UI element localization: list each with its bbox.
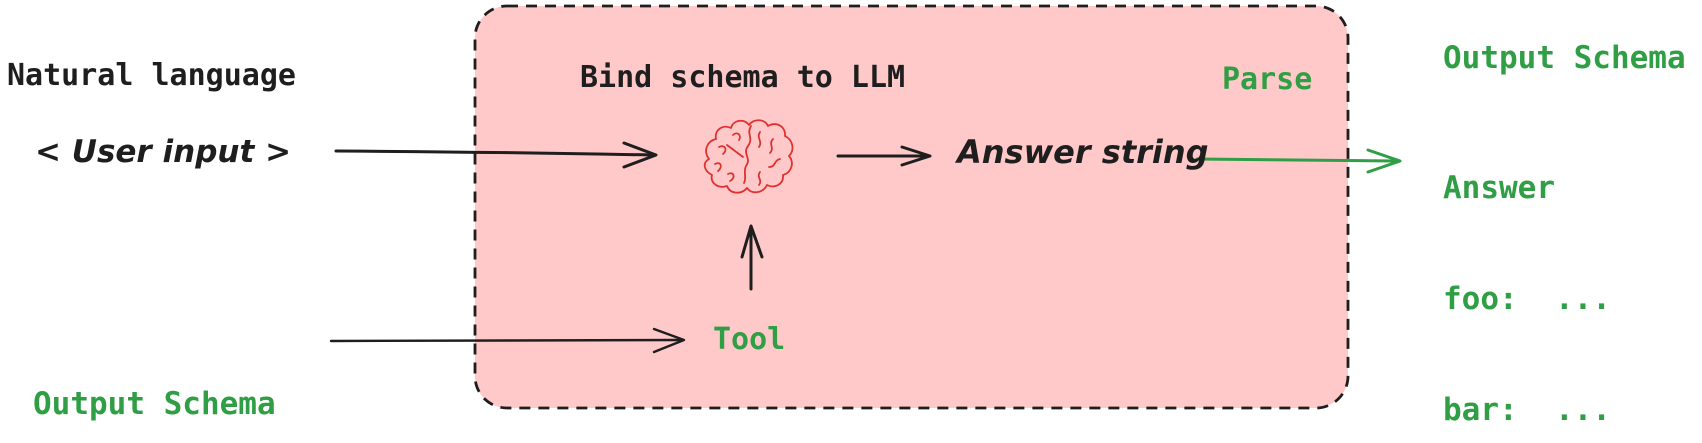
output-schema-block: Answer foo: ... bar: ... (1443, 97, 1611, 443)
output-schema-title: Output Schema (1443, 40, 1686, 76)
parse-label: Parse (1222, 62, 1313, 97)
input-schema-block: Output Schema foo: ... bar: ... (33, 312, 276, 443)
tool-label: Tool (713, 322, 786, 357)
bind-schema-box (473, 4, 1350, 410)
tool-to-llm-arrow (740, 224, 764, 291)
output-answer-label: Answer (1443, 170, 1555, 206)
output-foo: foo: ... (1443, 281, 1611, 317)
user-input-to-llm-arrow (334, 141, 658, 169)
natural-language-label: Natural language (7, 58, 296, 93)
llm-to-answer-arrow (836, 145, 932, 167)
answer-string-label: Answer string (957, 133, 1209, 171)
input-schema-title: Output Schema (33, 386, 276, 422)
schema-to-tool-arrow (329, 327, 686, 354)
parse-output-arrow (1195, 148, 1402, 174)
user-input-label: < User input > (35, 134, 292, 170)
output-bar: bar: ... (1443, 392, 1611, 428)
bind-schema-title: Bind schema to LLM (580, 60, 906, 95)
brain-icon (703, 119, 794, 194)
